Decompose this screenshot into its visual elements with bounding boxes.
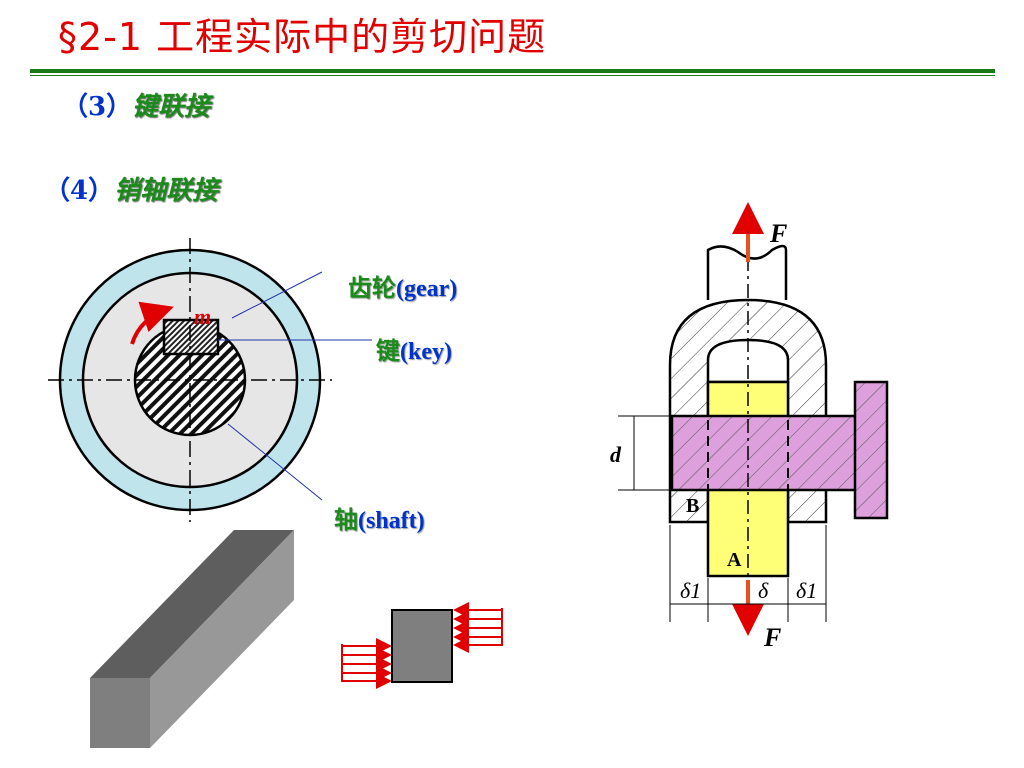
key-block-front-face (90, 678, 150, 748)
force-label-bottom: F (763, 623, 781, 652)
moment-label: m (194, 304, 211, 329)
pin-shank (670, 414, 858, 492)
gear-key-shaft-diagram: m (48, 238, 372, 522)
delta1-left-label: δ1 (680, 578, 701, 603)
pin-head (853, 380, 889, 520)
point-b-label: B (686, 495, 699, 517)
shaft-label-en: (shaft) (358, 508, 425, 534)
title-divider-thick (30, 69, 995, 73)
key-element-square (391, 609, 453, 683)
left-distributed-load (341, 638, 392, 689)
key-label-cn: 键 (376, 337, 400, 365)
key-block-3d (90, 530, 294, 748)
title-divider-thin (30, 75, 995, 76)
key-block-side-face (150, 530, 294, 748)
gear-leader-line (231, 271, 323, 319)
key-block-top-face (90, 530, 294, 678)
shaft-leader-line (227, 423, 323, 501)
delta1-right-label: δ1 (796, 578, 817, 603)
page-title: §2-1 工程实际中的剪切问题 (58, 15, 547, 59)
diameter-label: d (610, 442, 622, 467)
key-shear-element (341, 602, 503, 689)
item-name: 键联接 (132, 92, 211, 122)
section-item-key-joint: （3）键联接 (62, 86, 210, 123)
item-number: （3） (62, 92, 133, 122)
item-name: 销轴联接 (114, 176, 219, 206)
item-number: （4） (44, 176, 115, 206)
key-label-en: (key) (400, 339, 452, 365)
gear-label-cn: 齿轮 (348, 274, 396, 302)
delta-label: δ (758, 578, 769, 603)
force-label-top: F (769, 219, 787, 248)
gear-label: 齿轮(gear) (348, 268, 457, 303)
gear-label-en: (gear) (396, 276, 458, 302)
section-item-pin-joint: （4）销轴联接 (44, 170, 218, 207)
shaft-label-cn: 轴 (334, 506, 358, 534)
upper-rod (706, 244, 788, 300)
shaft-label: 轴(shaft) (334, 500, 425, 535)
point-a-label: A (727, 549, 742, 571)
pin-joint-diagram: F F d B A δ1 δ δ1 (610, 202, 889, 652)
right-distributed-load (453, 602, 503, 653)
moment-arrow-icon (130, 301, 174, 345)
key-label: 键(key) (376, 331, 452, 366)
